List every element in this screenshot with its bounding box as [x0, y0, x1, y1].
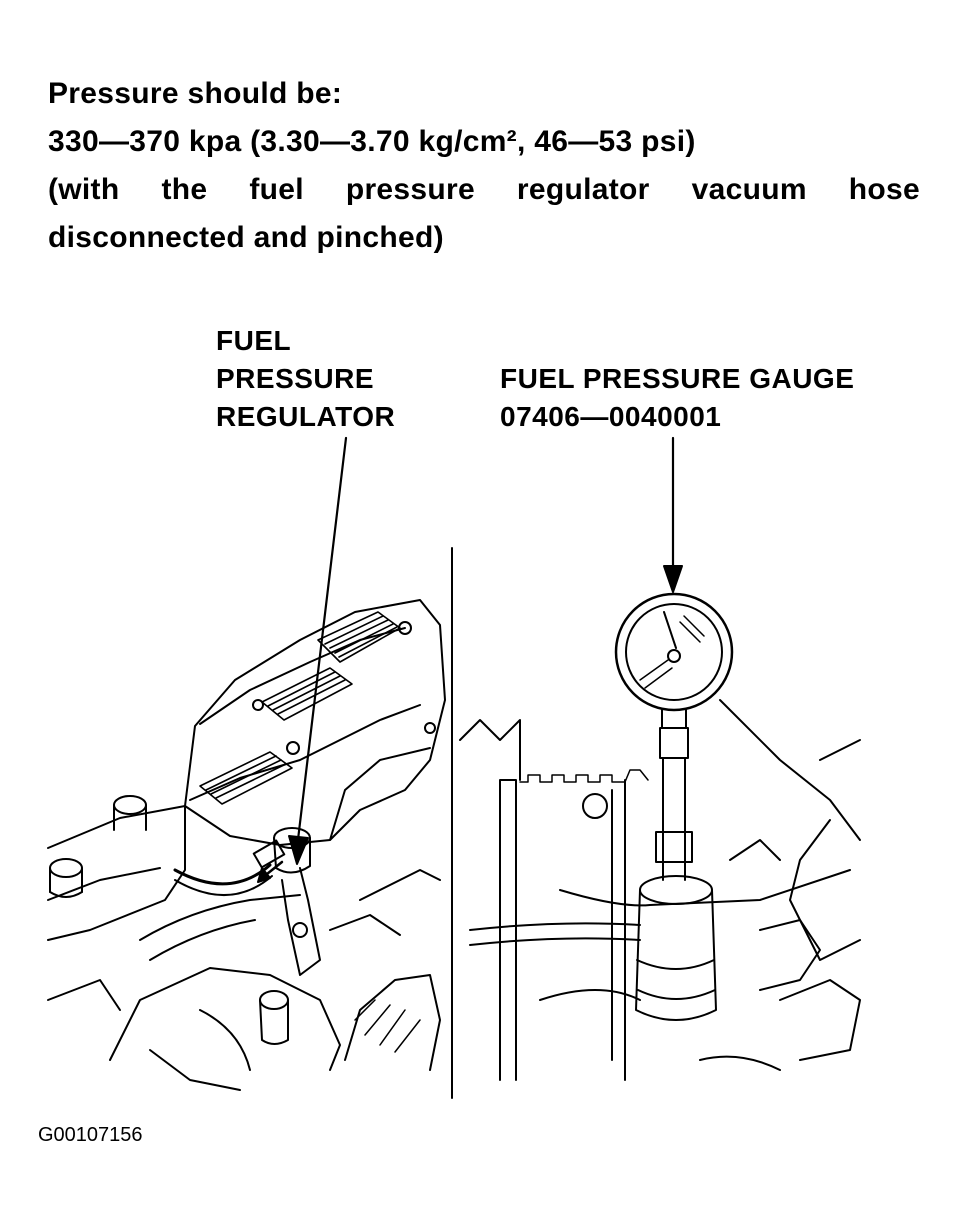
regulator-callout-line-3: REGULATOR: [216, 401, 396, 432]
spec-condition-line-2: disconnected and pinched): [48, 221, 444, 254]
intake-cover-ribs-upper: [317, 611, 401, 663]
regulator-leader-line: [295, 436, 348, 850]
gauge-leader-arrowhead: [663, 565, 683, 593]
intake-cover-ribs-middle: [261, 667, 353, 721]
spec-condition-line-1: (with the fuel pressure regulator vacuum…: [48, 173, 920, 206]
regulator-callout: FUEL PRESSURE REGULATOR: [216, 322, 395, 436]
gauge-callout-part-number: 07406—0040001: [500, 401, 722, 432]
gauge-callout: FUEL PRESSURE GAUGE 07406—0040001: [500, 360, 854, 436]
intake-cover-ribs-lower: [199, 751, 293, 805]
regulator-callout-line-1: FUEL: [216, 325, 292, 356]
gauge-callout-name: FUEL PRESSURE GAUGE: [500, 363, 855, 394]
spec-range: 330—370 kpa (3.30—3.70 kg/cm², 46—53 psi…: [48, 125, 696, 158]
pressure-gauge-dial: [614, 592, 734, 712]
figure-id: G00107156: [38, 1124, 143, 1146]
regulator-leader-arrowhead: [288, 835, 309, 865]
pressure-spec: Pressure should be: 330—370 kpa (3.30—3.…: [48, 70, 920, 262]
spec-heading: Pressure should be:: [48, 77, 343, 110]
left-engine-view: [47, 599, 446, 1091]
regulator-callout-line-2: PRESSURE: [216, 363, 375, 394]
regulator-body: [252, 827, 321, 976]
right-engine-view: [459, 592, 861, 1081]
